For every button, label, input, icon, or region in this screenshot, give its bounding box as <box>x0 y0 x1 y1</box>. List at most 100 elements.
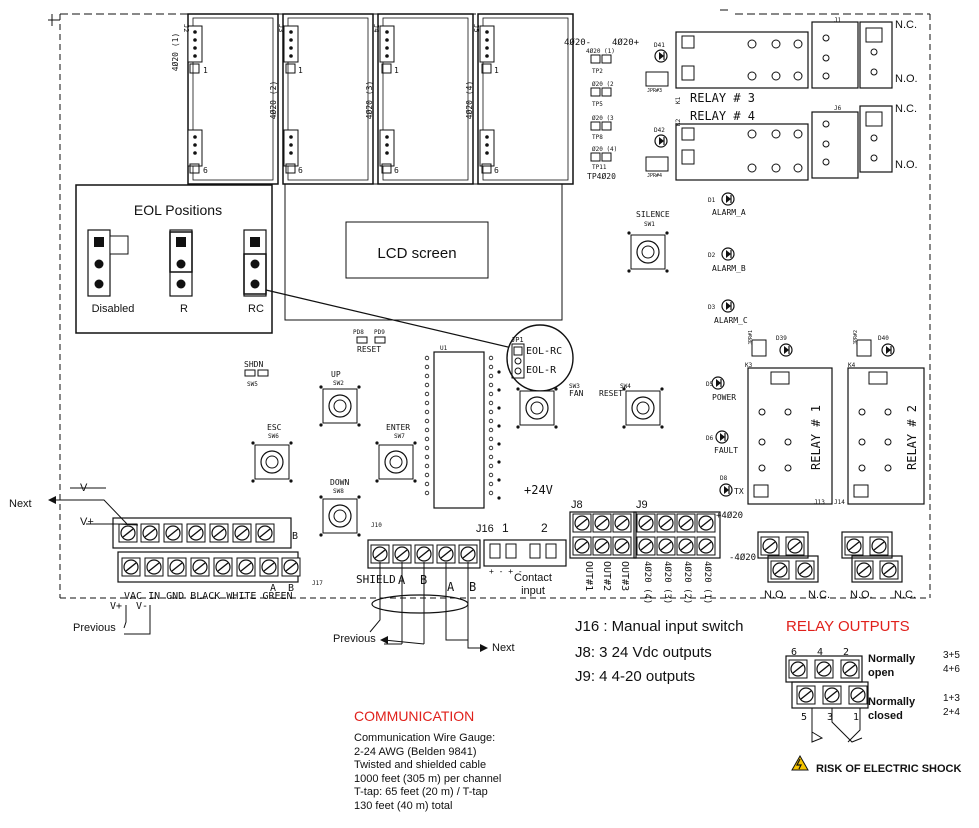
module-j3: J3 4Ø20 (2) 1 6 <box>268 13 374 185</box>
comm-a2-label: A <box>447 580 455 594</box>
eol-r-label: R <box>180 303 188 315</box>
relay2-label: RELAY # 2 <box>905 405 919 470</box>
u1-chip: U1 <box>424 345 501 509</box>
k2-label: K2 <box>675 118 682 126</box>
relay-2: JPR#2 D40 K4 RELAY # 2 J14 <box>834 330 925 506</box>
eol-disabled-label: Disabled <box>92 303 135 315</box>
pin6-label: 6 <box>494 166 499 175</box>
tp-row-num: Ø20 (4) <box>592 146 617 153</box>
j17-pin-labels: VAC IN GND BLACK WHITE GREEN <box>124 591 293 602</box>
open-pair: 4+6 <box>943 664 960 675</box>
out4020-2-label: 4Ø20 (2) <box>682 561 693 604</box>
eol-title: EOL Positions <box>134 202 222 218</box>
vminus-callout: V- <box>80 482 91 494</box>
jp1-label: JP1 <box>511 336 524 344</box>
sw5-label: SW5 <box>247 381 258 388</box>
d41-label: D41 <box>654 42 665 49</box>
sw2-label: SW2 <box>333 380 344 387</box>
comm-line: 2-24 AWG (Belden 9841) <box>354 745 477 758</box>
eol-rc-label: RC <box>248 303 264 315</box>
relay3-label: RELAY # 3 <box>690 91 755 105</box>
d1-label: D1 <box>708 197 716 204</box>
out2-label: OUT#2 <box>601 561 612 591</box>
j5-label: J5 <box>472 24 480 32</box>
d39-label: D39 <box>776 335 787 342</box>
u1-label: U1 <box>440 345 448 352</box>
relay-pin-4: 4 <box>817 647 823 658</box>
ch2-label: 4Ø20 (2) <box>268 81 278 120</box>
lcd-label: LCD screen <box>377 245 456 262</box>
j17-vminus: V- <box>136 601 148 612</box>
relay-pin-6: 6 <box>791 647 797 658</box>
power-label: POWER <box>712 393 736 402</box>
jp1-callout: JP1 EOL-RC EOL-R <box>506 324 574 392</box>
relay4-label: RELAY # 4 <box>690 109 755 123</box>
minus4020-label: -4Ø20 <box>729 552 756 563</box>
module-j4: J4 4Ø20 (3) 1 6 <box>364 13 474 185</box>
j14-label: J14 <box>834 499 845 506</box>
d3-label: D3 <box>708 304 716 311</box>
relay2-nc: N.C. <box>894 589 916 601</box>
legend-j9: J9: 4 4-20 outputs <box>575 668 696 685</box>
tx-label: TX <box>734 487 744 496</box>
k4-label: K4 <box>848 362 856 369</box>
pin1-label: 1 <box>494 66 499 75</box>
silence-label: SILENCE <box>636 210 670 219</box>
module-j5: J5 4Ø20 (4) 1 6 <box>464 13 574 185</box>
comm-line: Communication Wire Gauge: <box>354 732 496 744</box>
j16-label: J16 <box>476 523 494 535</box>
eol-positions-box: EOL Positions Disabled R RC <box>75 184 513 349</box>
sw8-label: SW8 <box>333 488 344 495</box>
comm-line: 130 feet (40 m) total <box>354 799 453 812</box>
j16-1-label: 1 <box>502 521 509 535</box>
pin6-label: 6 <box>203 166 208 175</box>
relay3-no: N.O. <box>895 73 918 85</box>
comm-line: T-tap: 65 feet (20 m) / T-tap <box>354 786 488 798</box>
relay4-no: N.O. <box>895 159 918 171</box>
plus4020-label: +4Ø20 <box>716 510 743 521</box>
reset-pad-label: RESET <box>357 345 381 354</box>
relay-terminals-bottom: N.O. N.C. N.O. N.C. <box>757 531 916 601</box>
legend-j16: J16 : Manual input switch <box>575 618 744 635</box>
relay-outputs-graphic: 6 4 2 5 3 1 <box>785 647 869 771</box>
open-pairs: 3+5 4+6 <box>943 649 960 677</box>
sw1-label: SW1 <box>644 221 655 228</box>
relay-3: K1 RELAY # 3 J1 N.C. N.O. <box>675 17 918 105</box>
normally-open-label: Normally open <box>868 653 916 679</box>
alarm-leds: D1 ALARM_A D2 ALARM_B D3 ALARM_C <box>708 192 748 325</box>
d40-label: D40 <box>878 335 889 342</box>
fan-label: FAN <box>569 389 584 398</box>
j10-label: J10 <box>371 522 382 529</box>
tp-row-num: Ø20 (2 <box>592 81 614 88</box>
relay-4: K2 RELAY # 4 J6 N.C. N.O. <box>675 103 918 181</box>
sw7-label: SW7 <box>394 433 405 440</box>
pd8-label: PD8 <box>353 329 364 336</box>
ch3-label: 4Ø20 (3) <box>364 81 374 120</box>
jpr1-label: JPR#1 <box>748 330 754 345</box>
j3-label: J3 <box>277 24 285 32</box>
sw3-label: SW3 <box>569 383 580 390</box>
tp-top-right: 4Ø20+ <box>612 37 640 48</box>
relay1-no: N.O. <box>764 589 787 601</box>
plus24v-label: +24V <box>524 483 553 497</box>
j9-label: J9 <box>636 499 648 511</box>
d5-label: D5 <box>706 381 714 388</box>
silence-button: SILENCE SW1 <box>626 210 670 274</box>
nav-buttons: UP SW2 ESC SW6 ENTER SW7 DOWN SW8 SW3 FA… <box>250 370 665 538</box>
pin1-label: 1 <box>203 66 208 75</box>
relay-pin-1: 1 <box>853 712 859 723</box>
board-outline <box>48 9 931 599</box>
pd9-label: PD9 <box>374 329 385 336</box>
j10-comm-terminal: J10 SHIELD A B A B <box>356 522 488 652</box>
relay-pin-2: 2 <box>843 647 849 658</box>
sw6-label: SW6 <box>268 433 279 440</box>
status-leds: D5 POWER D6 FAULT D8 TX <box>706 376 744 497</box>
ch1-label: 4Ø20 (1) <box>170 33 180 72</box>
next-mid-label: Next <box>492 642 515 654</box>
comm-b2-label: B <box>469 580 476 594</box>
relay2-no: N.O. <box>850 589 873 601</box>
jpr3-label: JPR#3 <box>647 88 662 94</box>
tp-row-num: Ø20 (3 <box>592 115 614 122</box>
